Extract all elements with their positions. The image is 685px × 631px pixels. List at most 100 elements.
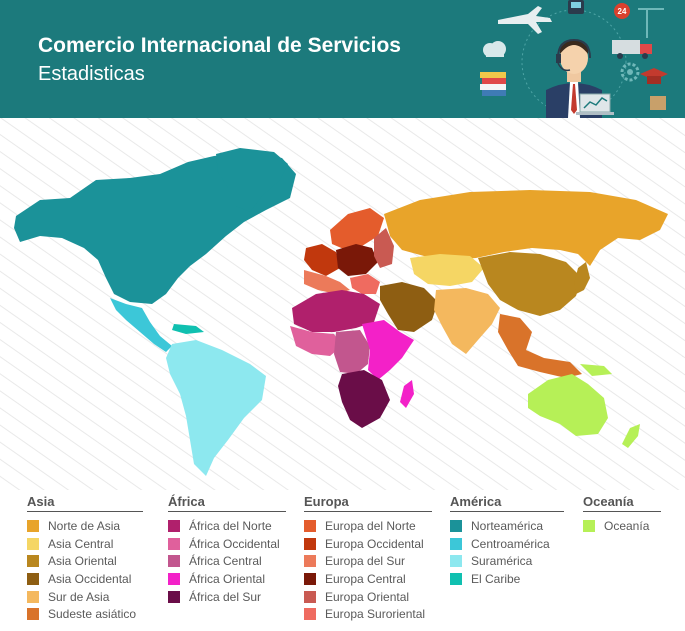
legend-item: África Occidental (168, 535, 286, 553)
legend-swatch (450, 555, 462, 568)
region-centroamerica (110, 298, 172, 352)
legend-label: Asia Central (48, 536, 114, 551)
legend-heading: África (168, 494, 286, 512)
legend-swatch (27, 537, 39, 550)
legend-item: Asia Occidental (27, 570, 143, 588)
legend-heading: América (450, 494, 564, 512)
header-illustration: 24 (480, 0, 668, 118)
legend-swatch (168, 537, 180, 550)
legend-swatch (304, 608, 316, 621)
region-groenlandia (216, 148, 288, 212)
legend-column-europa: Europa Europa del Norte Europa Occidenta… (304, 494, 432, 623)
legend-item: Suramérica (450, 552, 564, 570)
legend-item: Oceanía (583, 517, 661, 535)
legend-label: El Caribe (471, 571, 521, 586)
legend-label: Sur de Asia (48, 589, 110, 604)
legend-item: África del Norte (168, 517, 286, 535)
region-suramerica (166, 340, 266, 476)
page-subtitle: Estadisticas (38, 63, 145, 85)
region-europa-oriental (374, 228, 394, 268)
region-africa-norte (292, 290, 380, 332)
legend-label: Oceanía (604, 518, 650, 533)
legend-swatch (27, 608, 39, 621)
legend-label: Europa del Sur (325, 554, 406, 569)
legend-swatch (27, 555, 39, 568)
legend-heading: Asia (27, 494, 143, 512)
region-sur-asia (434, 288, 500, 354)
legend-item: Europa del Norte (304, 517, 432, 535)
stethoscope-icon (650, 96, 666, 110)
legend-column-africa: África África del Norte África Occidenta… (168, 494, 286, 605)
stack-of-books-icon (480, 72, 506, 96)
airplane-icon (498, 6, 552, 34)
legend-swatch (304, 590, 316, 603)
region-madagascar (400, 380, 414, 408)
region-africa-sur (338, 370, 390, 428)
legend-label: Asia Occidental (48, 571, 132, 586)
legend-column-oceania: Oceanía Oceanía (583, 494, 661, 535)
legend-item: África Central (168, 552, 286, 570)
legend-column-asia: Asia Norte de Asia Asia Central Asia Ori… (27, 494, 143, 623)
region-oceania (528, 374, 608, 436)
legend-label: Europa Occidental (325, 536, 424, 551)
legend-label: Norte de Asia (48, 518, 121, 533)
legend-swatch (450, 572, 462, 585)
legend-column-america: América Norteamérica Centroamérica Suram… (450, 494, 564, 588)
legend-swatch (168, 555, 180, 568)
legend-label: Asia Oriental (48, 554, 117, 569)
legend-swatch (27, 519, 39, 532)
legend-swatch (168, 519, 180, 532)
page-title: Comercio Internacional de Servicios (38, 34, 401, 57)
map-legend: Asia Norte de Asia Asia Central Asia Ori… (0, 494, 685, 631)
legend-swatch (27, 572, 39, 585)
world-map-svg (0, 118, 685, 490)
region-norteamerica (14, 152, 296, 304)
region-europa-central (336, 244, 378, 276)
crane-icon (638, 8, 664, 38)
legend-swatch (450, 519, 462, 532)
legend-swatch (168, 572, 180, 585)
legend-swatch (304, 572, 316, 585)
region-sudeste-asiatico (498, 314, 582, 378)
region-norte-asia (384, 190, 668, 266)
region-caribe (172, 324, 204, 334)
legend-swatch (304, 519, 316, 532)
legend-label: Europa Oriental (325, 589, 410, 604)
region-europa-norte (330, 208, 384, 250)
region-asia-occidental (380, 282, 438, 332)
header-banner: Comercio Internacional de Servicios Esta… (0, 0, 685, 118)
phone-icon (568, 0, 584, 14)
legend-label: África del Sur (189, 589, 262, 604)
region-europa-occidental (304, 244, 340, 276)
region-africa-central (334, 330, 370, 374)
legend-label: Sudeste asiático (48, 607, 137, 622)
legend-item: Europa Oriental (304, 588, 432, 606)
legend-label: Europa Suroriental (325, 607, 426, 622)
legend-item: Centroamérica (450, 535, 564, 553)
legend-swatch (168, 590, 180, 603)
legend-item: Norte de Asia (27, 517, 143, 535)
world-map (0, 118, 685, 490)
graduation-cap-icon (640, 68, 668, 84)
legend-swatch (450, 537, 462, 550)
region-japon (574, 262, 590, 294)
truck-icon (612, 40, 652, 59)
region-asia-central (410, 254, 484, 286)
region-europa-suroriental (350, 274, 380, 294)
region-africa-occidental (290, 326, 342, 356)
legend-item: Europa Suroriental (304, 605, 432, 623)
legend-label: África Occidental (189, 536, 280, 551)
legend-item: Sudeste asiático (27, 605, 143, 623)
legend-label: África Central (189, 554, 262, 569)
region-europa-sur (304, 270, 350, 294)
legend-item: Europa del Sur (304, 552, 432, 570)
legend-item: El Caribe (450, 570, 564, 588)
gear-icon (620, 62, 640, 82)
legend-label: Centroamérica (471, 536, 550, 551)
legend-label: Norteamérica (471, 518, 544, 533)
legend-label: Europa del Norte (325, 518, 416, 533)
legend-item: Asia Oriental (27, 552, 143, 570)
legend-heading: Oceanía (583, 494, 661, 512)
clock-24-icon: 24 (614, 3, 630, 19)
cloud-icon (483, 41, 506, 57)
